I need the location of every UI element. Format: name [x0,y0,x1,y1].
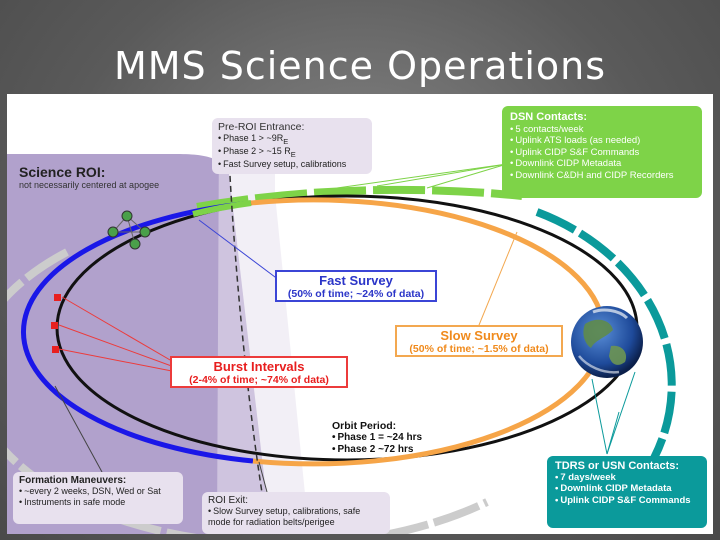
burst-mark [51,322,58,329]
dsn-contacts-box: DSN Contacts: 5 contacts/week Uplink ATS… [502,106,702,198]
burst-callout-3 [58,348,178,373]
slow-survey-detail: (50% of time; ~1.5% of data) [409,343,549,355]
dsn-item: Uplink CIDP S&F Commands [510,147,694,158]
roi-boundary-shade [217,124,307,534]
fast-callout [198,219,280,281]
burst-intervals-label: Burst Intervals [213,359,305,374]
dsn-callout-3 [426,163,508,189]
burst-mark [54,294,61,301]
tdrs-item: 7 days/week [555,472,699,483]
science-roi-subtitle: not necessarily centered at apogee [19,180,160,190]
tdrs-item: Downlink CIDP Metadata [555,483,699,494]
roi-exit-header: ROI Exit: [208,495,249,506]
dsn-item: Uplink ATS loads (as needed) [510,135,694,146]
dsn-item: Downlink CIDP Metadata [510,158,694,169]
orbit-period-item: Phase 1 = ~24 hrs [332,432,472,444]
science-roi-region [7,154,269,534]
formation-item: ~every 2 weeks, DSN, Wed or Sat [19,486,177,497]
dsn-contact-band [196,185,523,211]
dsn-callout-2 [376,163,508,187]
diagram-panel: DSN Contacts: 5 contacts/week Uplink ATS… [7,94,713,534]
pre-roi-entrance-box: Pre-ROI Entrance: Phase 1 > ~9RE Phase 2… [212,118,372,174]
burst-intervals-detail: (2-4% of time; ~74% of data) [189,374,329,386]
roi-exit-item: Slow Survey setup, calibrations, safe mo… [208,506,384,528]
pre-roi-phase2-text: Phase 2 > ~15 R [223,145,291,156]
burst-callout-2 [58,324,178,369]
burst-callout-1 [61,296,178,365]
fast-survey-label: Fast Survey [319,273,393,288]
orbit-period-header: Orbit Period: [332,420,397,432]
burst-marks [51,294,61,353]
dsn-item: 5 contacts/week [510,124,694,135]
slow-callout [476,231,518,331]
tdrs-callout-3 [606,371,636,455]
earth-globe-icon [571,306,643,378]
dsn-item: Downlink C&DH and CIDP Recorders [510,170,694,181]
pre-roi-phase1-sub: E [283,136,289,146]
burst-mark [52,346,59,353]
pre-roi-segment [192,200,252,217]
pre-roi-item: Fast Survey setup, calibrations [218,159,366,170]
dsn-callout-1 [336,163,508,189]
fast-survey-detail: (50% of time; ~24% of data) [287,288,425,300]
burst-intervals-box: Burst Intervals (2-4% of time; ~74% of d… [170,356,348,388]
slow-survey-box: Slow Survey (50% of time; ~1.5% of data) [395,325,563,357]
tdrs-header: TDRS or USN Contacts: [555,460,680,472]
science-roi-title: Science ROI: [19,164,106,180]
orbit-period-box: Orbit Period: Phase 1 = ~24 hrs Phase 2 … [332,420,472,456]
roi-exit-box: ROI Exit: Slow Survey setup, calibration… [202,492,390,534]
formation-item: Instruments in safe mode [19,497,177,508]
pre-roi-phase1: Phase 1 > ~9RE [218,133,366,146]
slide-title: MMS Science Operations [113,44,607,88]
fast-survey-arc [20,200,254,464]
slow-survey-label: Slow Survey [440,328,518,343]
fast-survey-box: Fast Survey (50% of time; ~24% of data) [275,270,437,302]
roiexit-callout [258,461,268,493]
orbit-period-item: Phase 2 ~72 hrs [332,444,472,456]
science-roi-label: Science ROI: not necessarily centered at… [19,164,209,190]
pre-roi-phase1-text: Phase 1 > ~9R [223,133,284,143]
tdrs-usn-contacts-box: TDRS or USN Contacts: 7 days/week Downli… [547,456,707,528]
spacecraft-formation-icon [107,210,151,250]
pre-roi-phase2-sub: E [290,149,296,159]
formation-header: Formation Maneuvers: [19,475,127,486]
tdrs-callout-1 [591,378,608,455]
tdrs-item: Uplink CIDP S&F Commands [555,495,699,506]
dsn-header: DSN Contacts: [510,111,588,123]
formation-callout [54,385,103,473]
pre-roi-phase2: Phase 2 > ~15 RE [218,146,366,159]
pre-roi-header: Pre-ROI Entrance: [218,121,305,133]
callout-lines [54,163,636,493]
formation-maneuvers-box: Formation Maneuvers: ~every 2 weeks, DSN… [13,472,183,524]
